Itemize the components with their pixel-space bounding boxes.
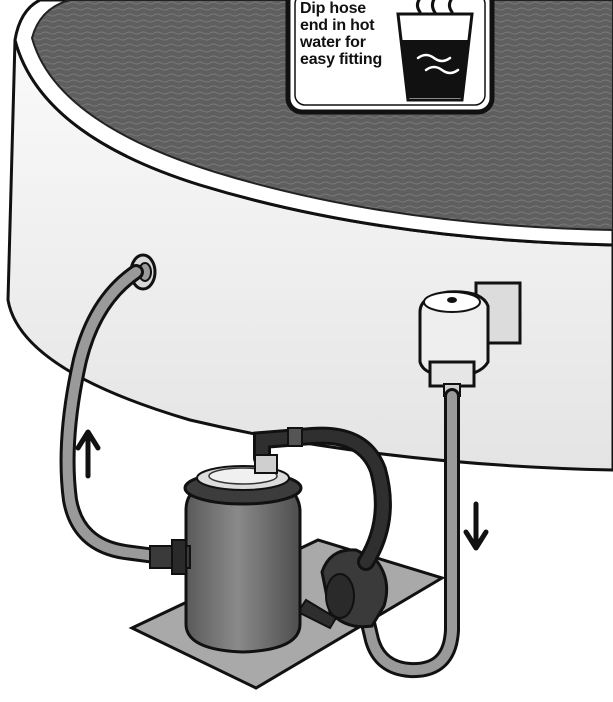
arrow-up-icon <box>78 432 98 476</box>
callout-line-3: water for <box>300 34 400 51</box>
hose-clamp <box>288 428 302 446</box>
arrow-down-icon <box>466 504 486 548</box>
callout-line-2: end in hot <box>300 17 400 34</box>
callout-line-1: Dip hose <box>300 0 400 17</box>
callout-text: Dip hose end in hot water for easy fitti… <box>300 0 400 68</box>
callout-line-4: easy fitting <box>300 51 400 68</box>
hot-water-cup-icon <box>398 0 472 100</box>
